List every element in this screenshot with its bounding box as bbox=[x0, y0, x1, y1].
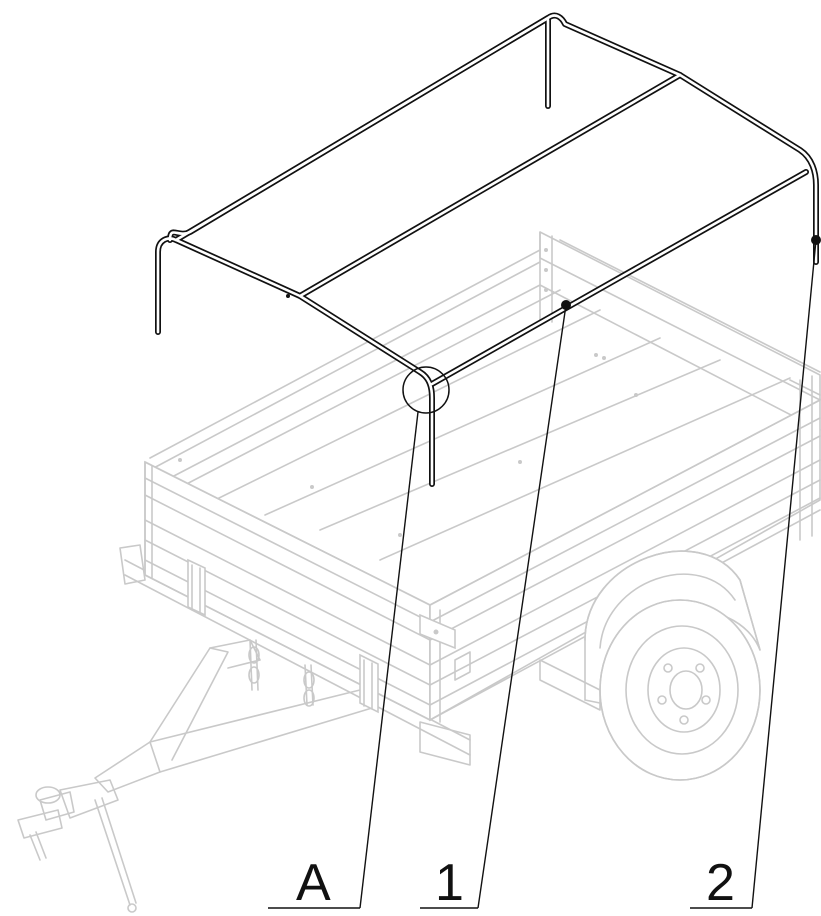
detail-a-circle bbox=[402, 366, 450, 414]
panel-latches bbox=[187, 558, 379, 714]
callout-2-label: 2 bbox=[706, 854, 735, 912]
drawbar bbox=[17, 639, 373, 913]
callout-leaders bbox=[268, 239, 817, 909]
callout-1-label: 1 bbox=[435, 854, 464, 912]
trailer-body bbox=[17, 231, 821, 913]
leader-2 bbox=[751, 239, 817, 909]
leader-a bbox=[359, 411, 419, 909]
canopy-frame bbox=[155, 12, 821, 487]
callout-a-label: A bbox=[296, 854, 331, 912]
leader-1 bbox=[477, 304, 567, 909]
wheel-assembly bbox=[539, 550, 761, 781]
safety-chains bbox=[248, 639, 315, 707]
